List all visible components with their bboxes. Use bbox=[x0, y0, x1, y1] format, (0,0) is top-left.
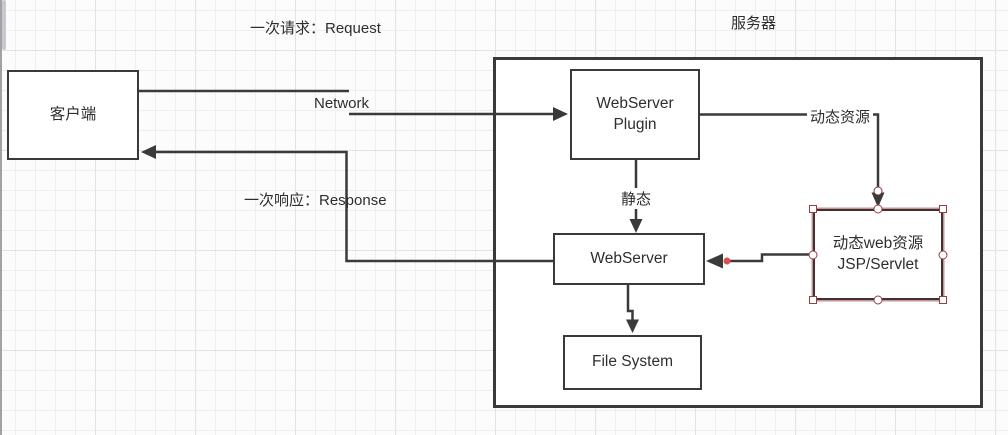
server-group-label[interactable]: 服务器 bbox=[731, 15, 777, 32]
selection-handle-bottom-center[interactable] bbox=[873, 295, 883, 305]
file-system-node[interactable]: File System bbox=[563, 335, 702, 390]
edge-response[interactable] bbox=[141, 145, 553, 263]
webserver-plugin-label-line1: WebServer bbox=[596, 95, 674, 113]
webserver-plugin-label-line2: Plugin bbox=[613, 115, 657, 133]
response-label[interactable]: 一次响应：Response bbox=[244, 192, 387, 209]
client-node-label: 客户端 bbox=[49, 105, 97, 123]
static-edge-label[interactable]: 静态 bbox=[617, 188, 655, 209]
left-panel-divider bbox=[0, 0, 2, 435]
edge-dynamic-resource[interactable] bbox=[700, 113, 885, 208]
file-system-node-label: File System bbox=[592, 353, 673, 371]
webserver-node[interactable]: WebServer bbox=[553, 233, 705, 285]
selection-handle-top-center[interactable] bbox=[873, 204, 883, 214]
request-label[interactable]: 一次请求：Request bbox=[250, 20, 381, 37]
edge-endpoint-handle[interactable] bbox=[873, 186, 883, 196]
connection-endpoint-dot[interactable] bbox=[723, 257, 730, 265]
jsp-servlet-label-line1: 动态web资源 bbox=[832, 235, 924, 253]
selection-handle-top-right[interactable] bbox=[939, 205, 947, 213]
webserver-node-label: WebServer bbox=[590, 249, 668, 267]
selection-handle-middle-left[interactable] bbox=[808, 250, 818, 259]
network-label[interactable]: Network bbox=[314, 95, 370, 112]
selection-handle-top-left[interactable] bbox=[809, 205, 817, 213]
selection-handle-middle-right[interactable] bbox=[938, 250, 948, 259]
scrollbar-thumb[interactable] bbox=[2, 0, 6, 50]
jsp-servlet-node[interactable]: 动态web资源 JSP/Servlet bbox=[813, 209, 943, 300]
jsp-servlet-label-line2: JSP/Servlet bbox=[837, 255, 919, 273]
webserver-plugin-node[interactable]: WebServer Plugin bbox=[570, 69, 700, 160]
selection-handle-bottom-left[interactable] bbox=[809, 296, 817, 304]
edge-request[interactable] bbox=[139, 89, 568, 121]
edge-webserver-to-filesystem[interactable] bbox=[626, 285, 639, 333]
selection-handle-bottom-right[interactable] bbox=[939, 296, 947, 304]
client-node[interactable]: 客户端 bbox=[7, 70, 139, 160]
dynamic-resource-edge-label[interactable]: 动态资源 bbox=[806, 106, 874, 127]
edge-jsp-to-webserver[interactable] bbox=[706, 253, 813, 269]
